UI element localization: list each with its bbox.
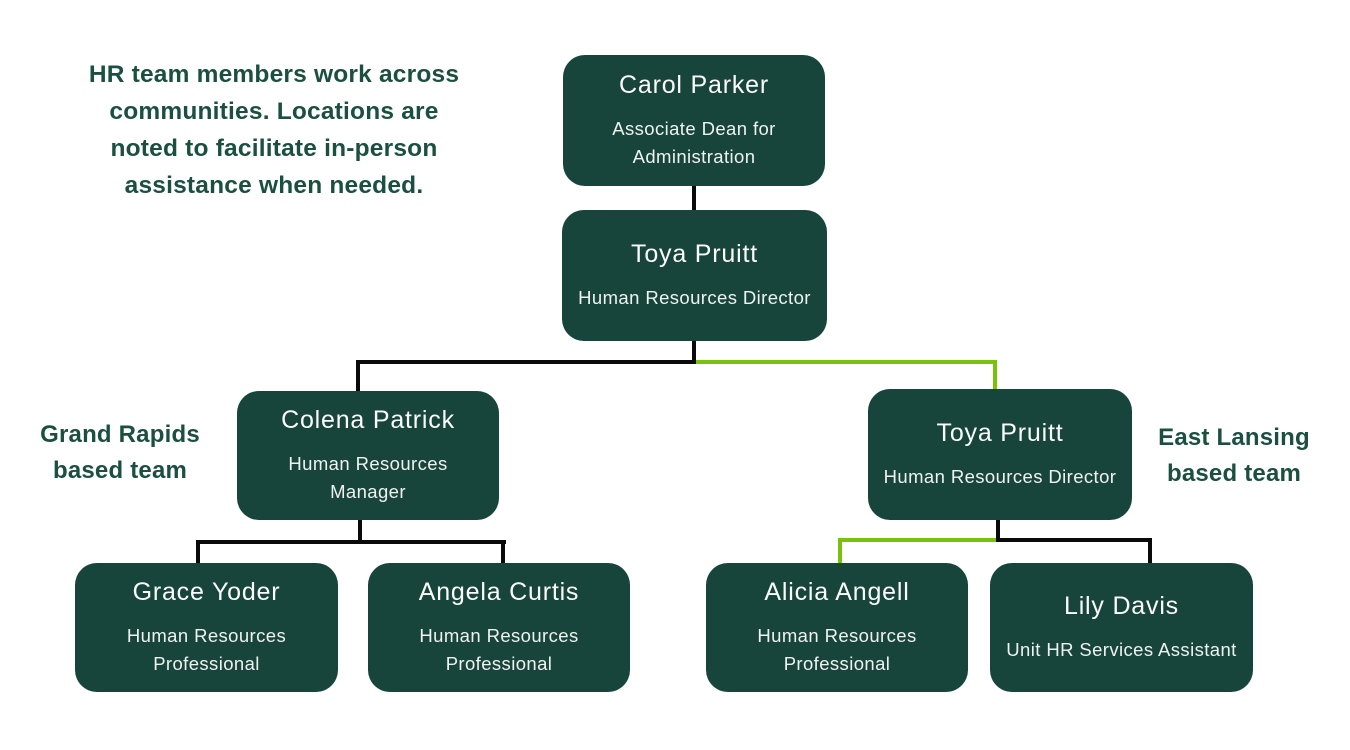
connector-split-right-green: [696, 360, 997, 364]
label-line: based team: [1166, 460, 1302, 487]
person-name: Carol Parker: [619, 70, 769, 99]
note-line: communities. Locations are: [109, 98, 439, 125]
person-name: Grace Yoder: [132, 577, 281, 606]
person-title: Human Resources Professional: [757, 624, 917, 674]
person-title: Unit HR Services Assistant: [1006, 638, 1237, 660]
label-line: based team: [52, 457, 188, 484]
org-node-grace-yoder: Grace Yoder Human Resources Professional: [75, 563, 338, 692]
connector-drop-to-colena: [356, 360, 360, 393]
org-node-angela-curtis: Angela Curtis Human Resources Profession…: [368, 563, 630, 692]
connector-drop-to-lily: [1148, 538, 1152, 566]
connector-toya2-stub: [996, 519, 1000, 542]
person-name: Toya Pruitt: [631, 239, 758, 268]
label-line: East Lansing: [1158, 424, 1310, 451]
note-line: HR team members work across: [88, 61, 460, 88]
label-east-lansing-team: East Lansing based team: [1140, 420, 1328, 492]
connector-colena-stub: [358, 519, 362, 544]
person-title: Human Resources Professional: [419, 624, 579, 674]
person-title: Human Resources Manager: [288, 452, 448, 502]
org-node-toya-pruitt-right: Toya Pruitt Human Resources Director: [868, 389, 1132, 520]
note-line: assistance when needed.: [124, 172, 424, 199]
connector-carol-to-toya: [692, 184, 696, 212]
connector-drop-to-angela: [501, 540, 505, 566]
connector-right-branch-green: [838, 538, 998, 542]
org-node-carol-parker: Carol Parker Associate Dean for Administ…: [563, 55, 825, 186]
org-node-lily-davis: Lily Davis Unit HR Services Assistant: [990, 563, 1253, 692]
person-name: Colena Patrick: [281, 405, 455, 434]
org-node-toya-pruitt-top: Toya Pruitt Human Resources Director: [562, 210, 827, 341]
connector-drop-to-toya2-green: [993, 360, 997, 391]
connector-split-left: [356, 360, 696, 364]
person-name: Angela Curtis: [418, 577, 580, 606]
connector-toya-stub: [692, 340, 696, 364]
person-name: Lily Davis: [1064, 591, 1179, 620]
connector-drop-to-grace: [196, 540, 200, 566]
connector-right-branch-black: [996, 538, 1152, 542]
person-title: Human Resources Director: [578, 286, 811, 308]
note-text: HR team members work across communities.…: [62, 56, 486, 204]
person-name: Toya Pruitt: [936, 418, 1064, 447]
label-line: Grand Rapids: [40, 421, 200, 448]
org-node-alicia-angell: Alicia Angell Human Resources Profession…: [706, 563, 968, 692]
label-grand-rapids-team: Grand Rapids based team: [18, 417, 222, 489]
person-title: Human Resources Director: [883, 465, 1117, 487]
person-title: Human Resources Professional: [126, 624, 287, 674]
connector-left-branch: [196, 540, 506, 544]
note-line: noted to facilitate in-person: [110, 135, 438, 162]
org-node-colena-patrick: Colena Patrick Human Resources Manager: [237, 391, 499, 520]
person-title: Associate Dean for Administration: [612, 117, 776, 167]
person-name: Alicia Angell: [764, 577, 910, 606]
connector-drop-to-alicia-green: [838, 538, 842, 566]
